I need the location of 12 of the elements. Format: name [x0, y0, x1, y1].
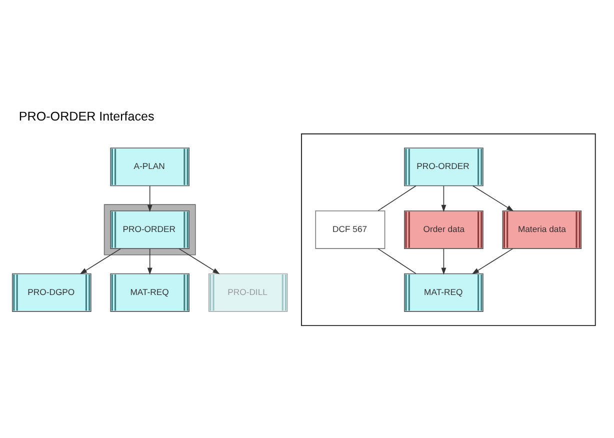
diagram-title: PRO-ORDER Interfaces — [18, 108, 154, 123]
arrow — [178, 248, 220, 274]
connector — [378, 184, 416, 211]
arrow — [472, 184, 514, 211]
arrow — [441, 248, 446, 274]
arrow — [147, 185, 152, 212]
arrow — [147, 248, 152, 274]
arrow — [472, 248, 514, 274]
connector — [378, 248, 416, 274]
cluster — [301, 132, 596, 326]
arrow — [80, 248, 122, 274]
arrow — [441, 185, 446, 212]
